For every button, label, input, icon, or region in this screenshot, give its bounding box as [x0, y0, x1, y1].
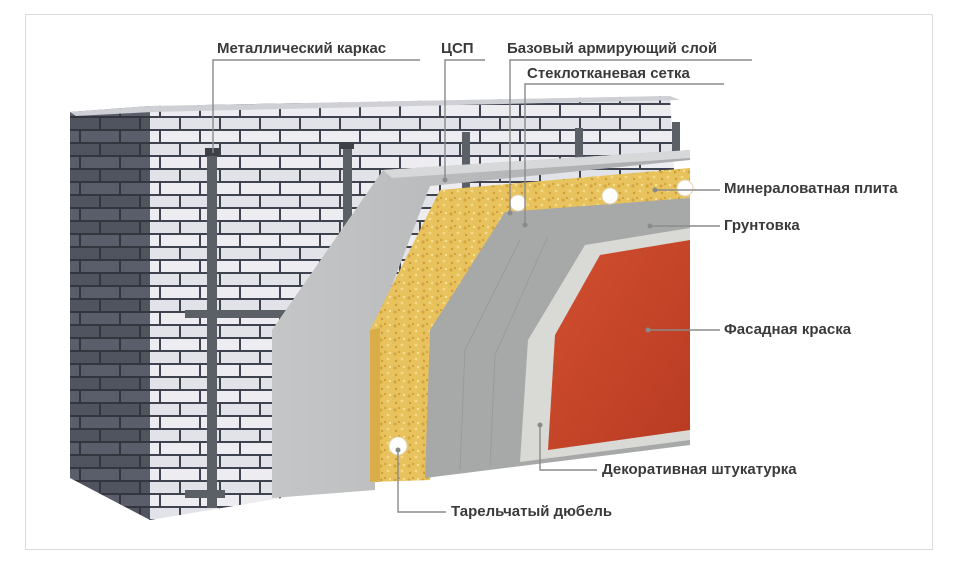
mineral-wool-edge: [370, 328, 380, 482]
label-glass-mesh: Стеклотканевая сетка: [527, 65, 690, 82]
csp-board-edge: [383, 150, 690, 178]
label-base-layer: Базовый армирующий слой: [507, 40, 718, 57]
brick-wall-side: [70, 106, 150, 520]
label-facade-paint: Фасадная краска: [724, 321, 852, 338]
label-primer: Грунтовка: [724, 217, 800, 234]
mineral-wool-layer: [370, 168, 690, 482]
brick-wall-top: [70, 96, 680, 116]
label-dowel: Тарельчатый дюбель: [451, 503, 613, 520]
label-metal-frame: Металлический каркас: [217, 40, 387, 57]
leader-lines: [212, 59, 752, 513]
csp-board-layer: [272, 150, 690, 498]
label-csp: ЦСП: [441, 40, 474, 57]
label-decorative-plaster: Декоративная штукатурка: [602, 461, 797, 478]
label-mineral-wool: Минераловатная плита: [724, 180, 898, 197]
leader-dots: [395, 177, 658, 453]
glass-mesh-lines: [459, 235, 549, 471]
facade-paint-layer: [548, 240, 690, 450]
